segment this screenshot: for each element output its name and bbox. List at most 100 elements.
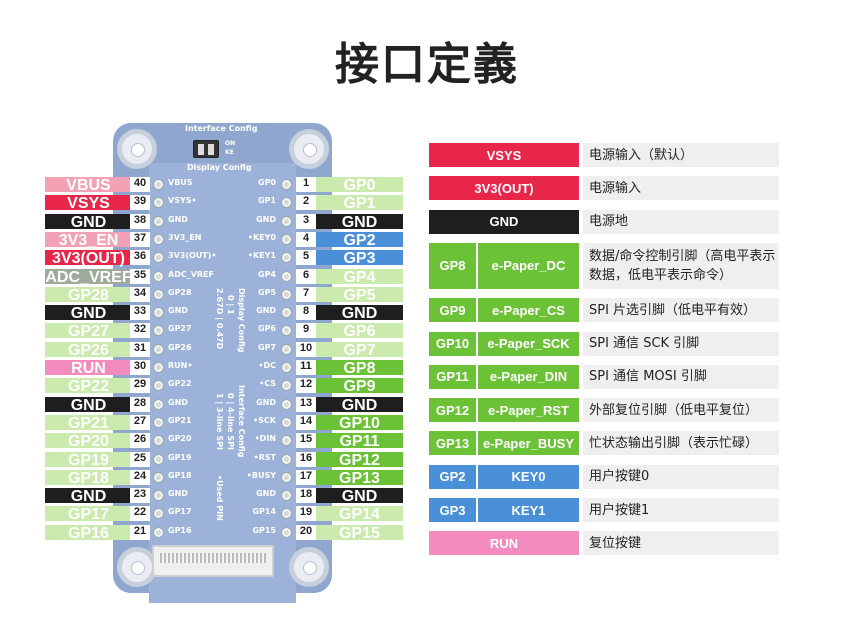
right-pin-silkscreen: GND — [256, 489, 276, 499]
left-pin-label: GND — [45, 213, 132, 231]
right-pin-silkscreen: GND — [256, 306, 276, 316]
left-pin-silkscreen: GP17 — [168, 507, 192, 517]
legend-gpio: GP11 — [429, 364, 476, 389]
left-pin-label: GP19 — [45, 451, 132, 469]
legend-gpio: GP12 — [429, 398, 476, 423]
right-pin-label: GP14 — [316, 506, 403, 523]
legend-pin-name: RUN — [429, 531, 579, 556]
legend-gpio: GP9 — [429, 298, 476, 323]
left-pin-label: GP28 — [45, 286, 132, 304]
right-pin-label: GND — [316, 213, 403, 231]
legend-pin-name: 3V3(OUT) — [429, 176, 579, 201]
right-pin-silkscreen: GP7 — [258, 342, 276, 352]
legend-function: e-Paper_CS — [478, 298, 579, 323]
left-pin-number: 27 — [130, 414, 150, 430]
legend-description: 电源输入（默认） — [583, 143, 779, 167]
legend-description: 外部复位引脚（低电平复位） — [583, 398, 779, 423]
left-pin-silkscreen: GP28 — [168, 287, 192, 297]
right-pin-number: 12 — [296, 378, 316, 394]
pin-header-hole — [154, 216, 163, 226]
right-pin-silkscreen: GND — [256, 397, 276, 407]
left-pin-silkscreen: GP20 — [168, 434, 192, 444]
board-header-interface-config: Interface Config — [185, 124, 258, 133]
right-pin-number: 8 — [296, 305, 316, 321]
right-pin-number: 9 — [296, 323, 316, 339]
left-pin-number: 35 — [130, 268, 150, 284]
right-pin-number: 4 — [296, 231, 316, 247]
switch-on-label: ON — [225, 140, 236, 147]
legend-description: 电源地 — [583, 209, 779, 234]
left-pin-silkscreen: VBUS — [168, 178, 193, 187]
right-pin-silkscreen: GP4 — [258, 269, 276, 279]
legend-pin-name: VSYS — [429, 143, 579, 167]
left-pin-number: 37 — [130, 231, 150, 247]
right-pin-number: 7 — [296, 286, 316, 302]
right-pin-label: GP4 — [316, 268, 403, 286]
right-pin-silkscreen: •SCK — [253, 415, 276, 425]
pin-header-hole — [282, 253, 291, 263]
legend-description: SPI 片选引脚（低电平有效） — [583, 298, 779, 323]
legend-gpio: GP13 — [429, 431, 476, 456]
right-pin-silkscreen: GP14 — [252, 507, 276, 517]
left-pin-silkscreen: 3V3_EN — [168, 232, 202, 242]
right-pin-number: 1 — [296, 177, 316, 192]
left-pin-label: RUN — [45, 360, 132, 377]
left-pin-number: 25 — [130, 451, 150, 467]
legend-gpio: GP8 — [429, 242, 476, 289]
right-pin-silkscreen: •KEY0 — [247, 232, 276, 242]
left-pin-label: GP27 — [45, 323, 132, 340]
right-pin-number: 6 — [296, 268, 316, 284]
pin-header-hole — [282, 363, 291, 372]
pin-header-hole — [282, 271, 291, 281]
right-pin-label: GP2 — [316, 231, 403, 249]
left-pin-label: GP21 — [45, 414, 132, 432]
left-pin-number: 30 — [130, 360, 150, 375]
pin-header-hole — [154, 509, 163, 519]
right-pin-label: GP11 — [316, 433, 403, 450]
right-pin-label: GP0 — [316, 177, 403, 194]
pin-header-hole — [154, 417, 163, 427]
left-pin-silkscreen: GP19 — [168, 452, 192, 462]
left-pin-number: 21 — [130, 524, 150, 540]
pin-header-hole — [154, 381, 163, 391]
pin-header-hole — [154, 289, 163, 299]
left-pin-label: GP26 — [45, 341, 132, 359]
right-pin-silkscreen: GP6 — [258, 324, 276, 334]
left-pin-label: 3V3(OUT) — [45, 250, 132, 267]
mount-hole-top-left — [117, 129, 157, 169]
board-header-display-config: Display Config — [187, 163, 252, 172]
pin-header-hole — [282, 399, 291, 409]
right-pin-label: GP3 — [316, 250, 403, 267]
legend-description: 忙状态输出引脚（表示忙碌） — [583, 431, 779, 456]
pin-header-hole — [282, 180, 291, 189]
config-switch — [193, 140, 219, 158]
right-pin-number: 14 — [296, 414, 316, 430]
legend-description: 复位按键 — [583, 531, 779, 556]
left-pin-label: ADC_VREF — [45, 268, 132, 286]
legend-description: 电源输入 — [583, 176, 779, 201]
right-pin-label: GP10 — [316, 414, 403, 432]
left-pin-number: 33 — [130, 305, 150, 321]
pin-header-hole — [282, 472, 291, 482]
right-pin-number: 13 — [296, 396, 316, 412]
pin-header-hole — [282, 381, 291, 391]
legend-function: KEY1 — [478, 498, 579, 522]
pin-header-hole — [282, 527, 291, 537]
pin-header-hole — [154, 363, 163, 372]
right-pin-label: GND — [316, 305, 403, 322]
legend-function: e-Paper_DC — [478, 242, 579, 289]
left-pin-label: GP17 — [45, 506, 132, 523]
right-pin-label: GP13 — [316, 469, 403, 487]
left-pin-silkscreen: GP18 — [168, 470, 192, 480]
pin-header-hole — [282, 289, 291, 299]
pin-header-hole — [154, 253, 163, 263]
legend-description: SPI 通信 MOSI 引脚 — [583, 364, 779, 389]
legend-gpio: GP10 — [429, 331, 476, 356]
